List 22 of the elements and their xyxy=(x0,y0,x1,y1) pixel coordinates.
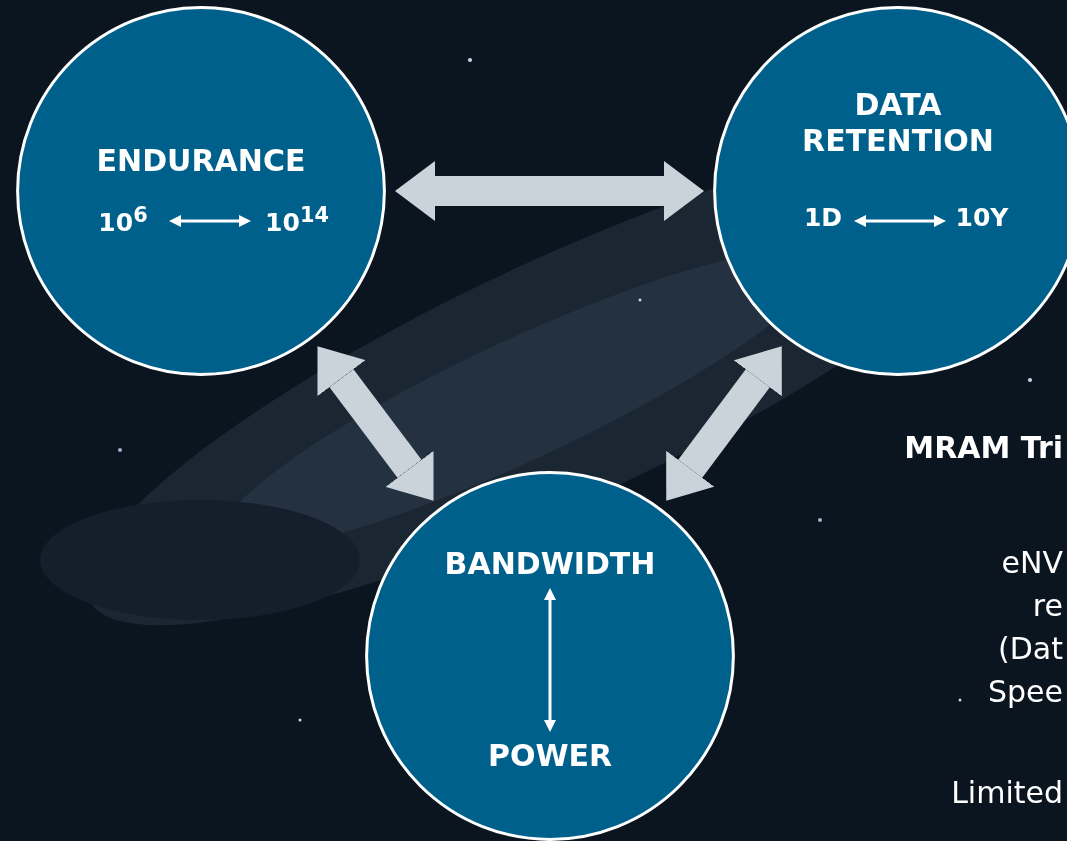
node-title: ENDURANCE xyxy=(95,143,307,179)
node-label: 10Y xyxy=(952,203,1012,239)
double-arrow xyxy=(395,161,704,221)
double-arrow xyxy=(854,215,946,227)
node-title: DATA RETENTION xyxy=(801,87,995,159)
body-text: (Dat xyxy=(998,631,1063,666)
body-text: eNV xyxy=(1001,545,1063,580)
body-text: re xyxy=(1032,588,1063,623)
double-arrow xyxy=(169,215,251,227)
double-arrow xyxy=(317,346,434,501)
node-label: BANDWIDTH xyxy=(424,546,676,582)
double-arrow xyxy=(544,588,556,732)
heading-text: MRAM Tri xyxy=(904,430,1063,465)
node-label: 10$^{14}$ xyxy=(257,203,337,239)
node-label: 1D xyxy=(798,203,848,239)
node-label: 10$^{6}$ xyxy=(83,203,163,239)
body-text: Spee xyxy=(988,674,1063,709)
body-text: Limited xyxy=(951,775,1063,810)
double-arrow xyxy=(666,346,782,501)
circle-node xyxy=(364,470,736,841)
node-label: POWER xyxy=(464,738,636,774)
circle-node xyxy=(15,5,387,377)
